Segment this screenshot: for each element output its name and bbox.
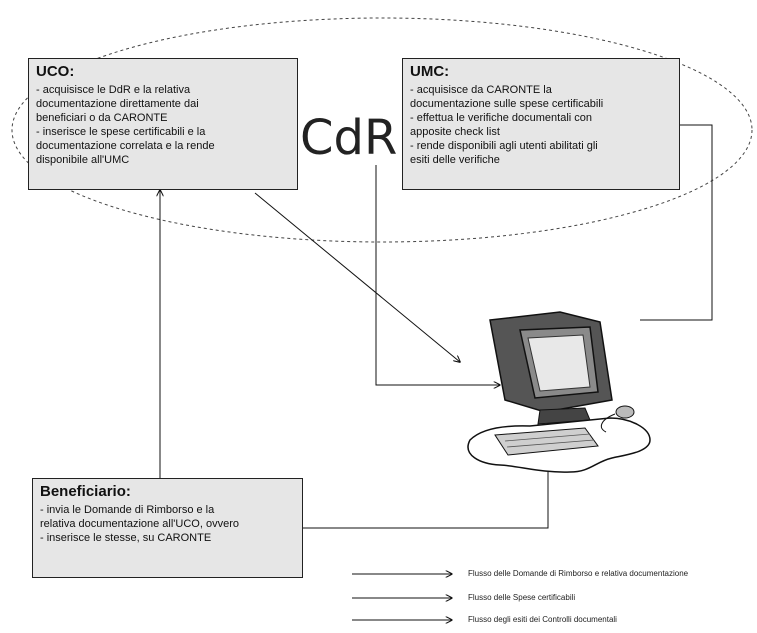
uco-line: beneficiari o da CARONTE [36,112,168,124]
uco-title: UCO: [36,63,75,80]
legend-label: Flusso degli esiti dei Controlli documen… [468,615,617,624]
beneficiario-line: - inserisce le stesse, su CARONTE [40,532,212,544]
uco-line: disponibile all'UMC [36,154,130,166]
umc-box: UMC: - acquisisce da CARONTE la document… [402,58,680,190]
connector-beneficiario-computer [303,472,549,529]
uco-line: - acquisisce le DdR e la relativa [36,84,191,96]
arrow-uco-to-computer [254,192,460,362]
umc-line: - effettua le verifiche documentali con [410,112,593,124]
arrow-umc-loop [375,165,500,385]
beneficiario-line: - invia le Domande di Rimborso e la [40,504,215,516]
cdr-boundary-ellipse [11,17,753,243]
umc-line: documentazione sulle spese certificabili [410,98,604,110]
umc-line: - acquisisce da CARONTE la [410,84,552,96]
uco-box: UCO: - acquisisce le DdR e la relativa d… [28,58,298,190]
cdr-label: CdR [300,110,398,166]
umc-line: apposite check list [410,126,500,138]
beneficiario-title: Beneficiario: [40,483,131,500]
beneficiario-box: Beneficiario: - invia le Domande di Rimb… [32,478,303,578]
umc-line: esiti delle verifiche [410,154,500,166]
computer-icon [467,311,651,473]
umc-line: - rende disponibili agli utenti abilitat… [410,140,598,152]
beneficiario-line: relativa documentazione all'UCO, ovvero [40,518,239,530]
umc-title: UMC: [410,63,450,80]
connector-umc-right [640,124,713,321]
uco-line: documentazione correlata e la rende [36,140,215,152]
uco-line: documentazione direttamente dai [36,98,199,110]
legend-label: Flusso delle Spese certificabili [468,593,576,602]
uco-line: - inserisce le spese certificabili e la [36,126,206,138]
legend-label: Flusso delle Domande di Rimborso e relat… [468,569,689,578]
